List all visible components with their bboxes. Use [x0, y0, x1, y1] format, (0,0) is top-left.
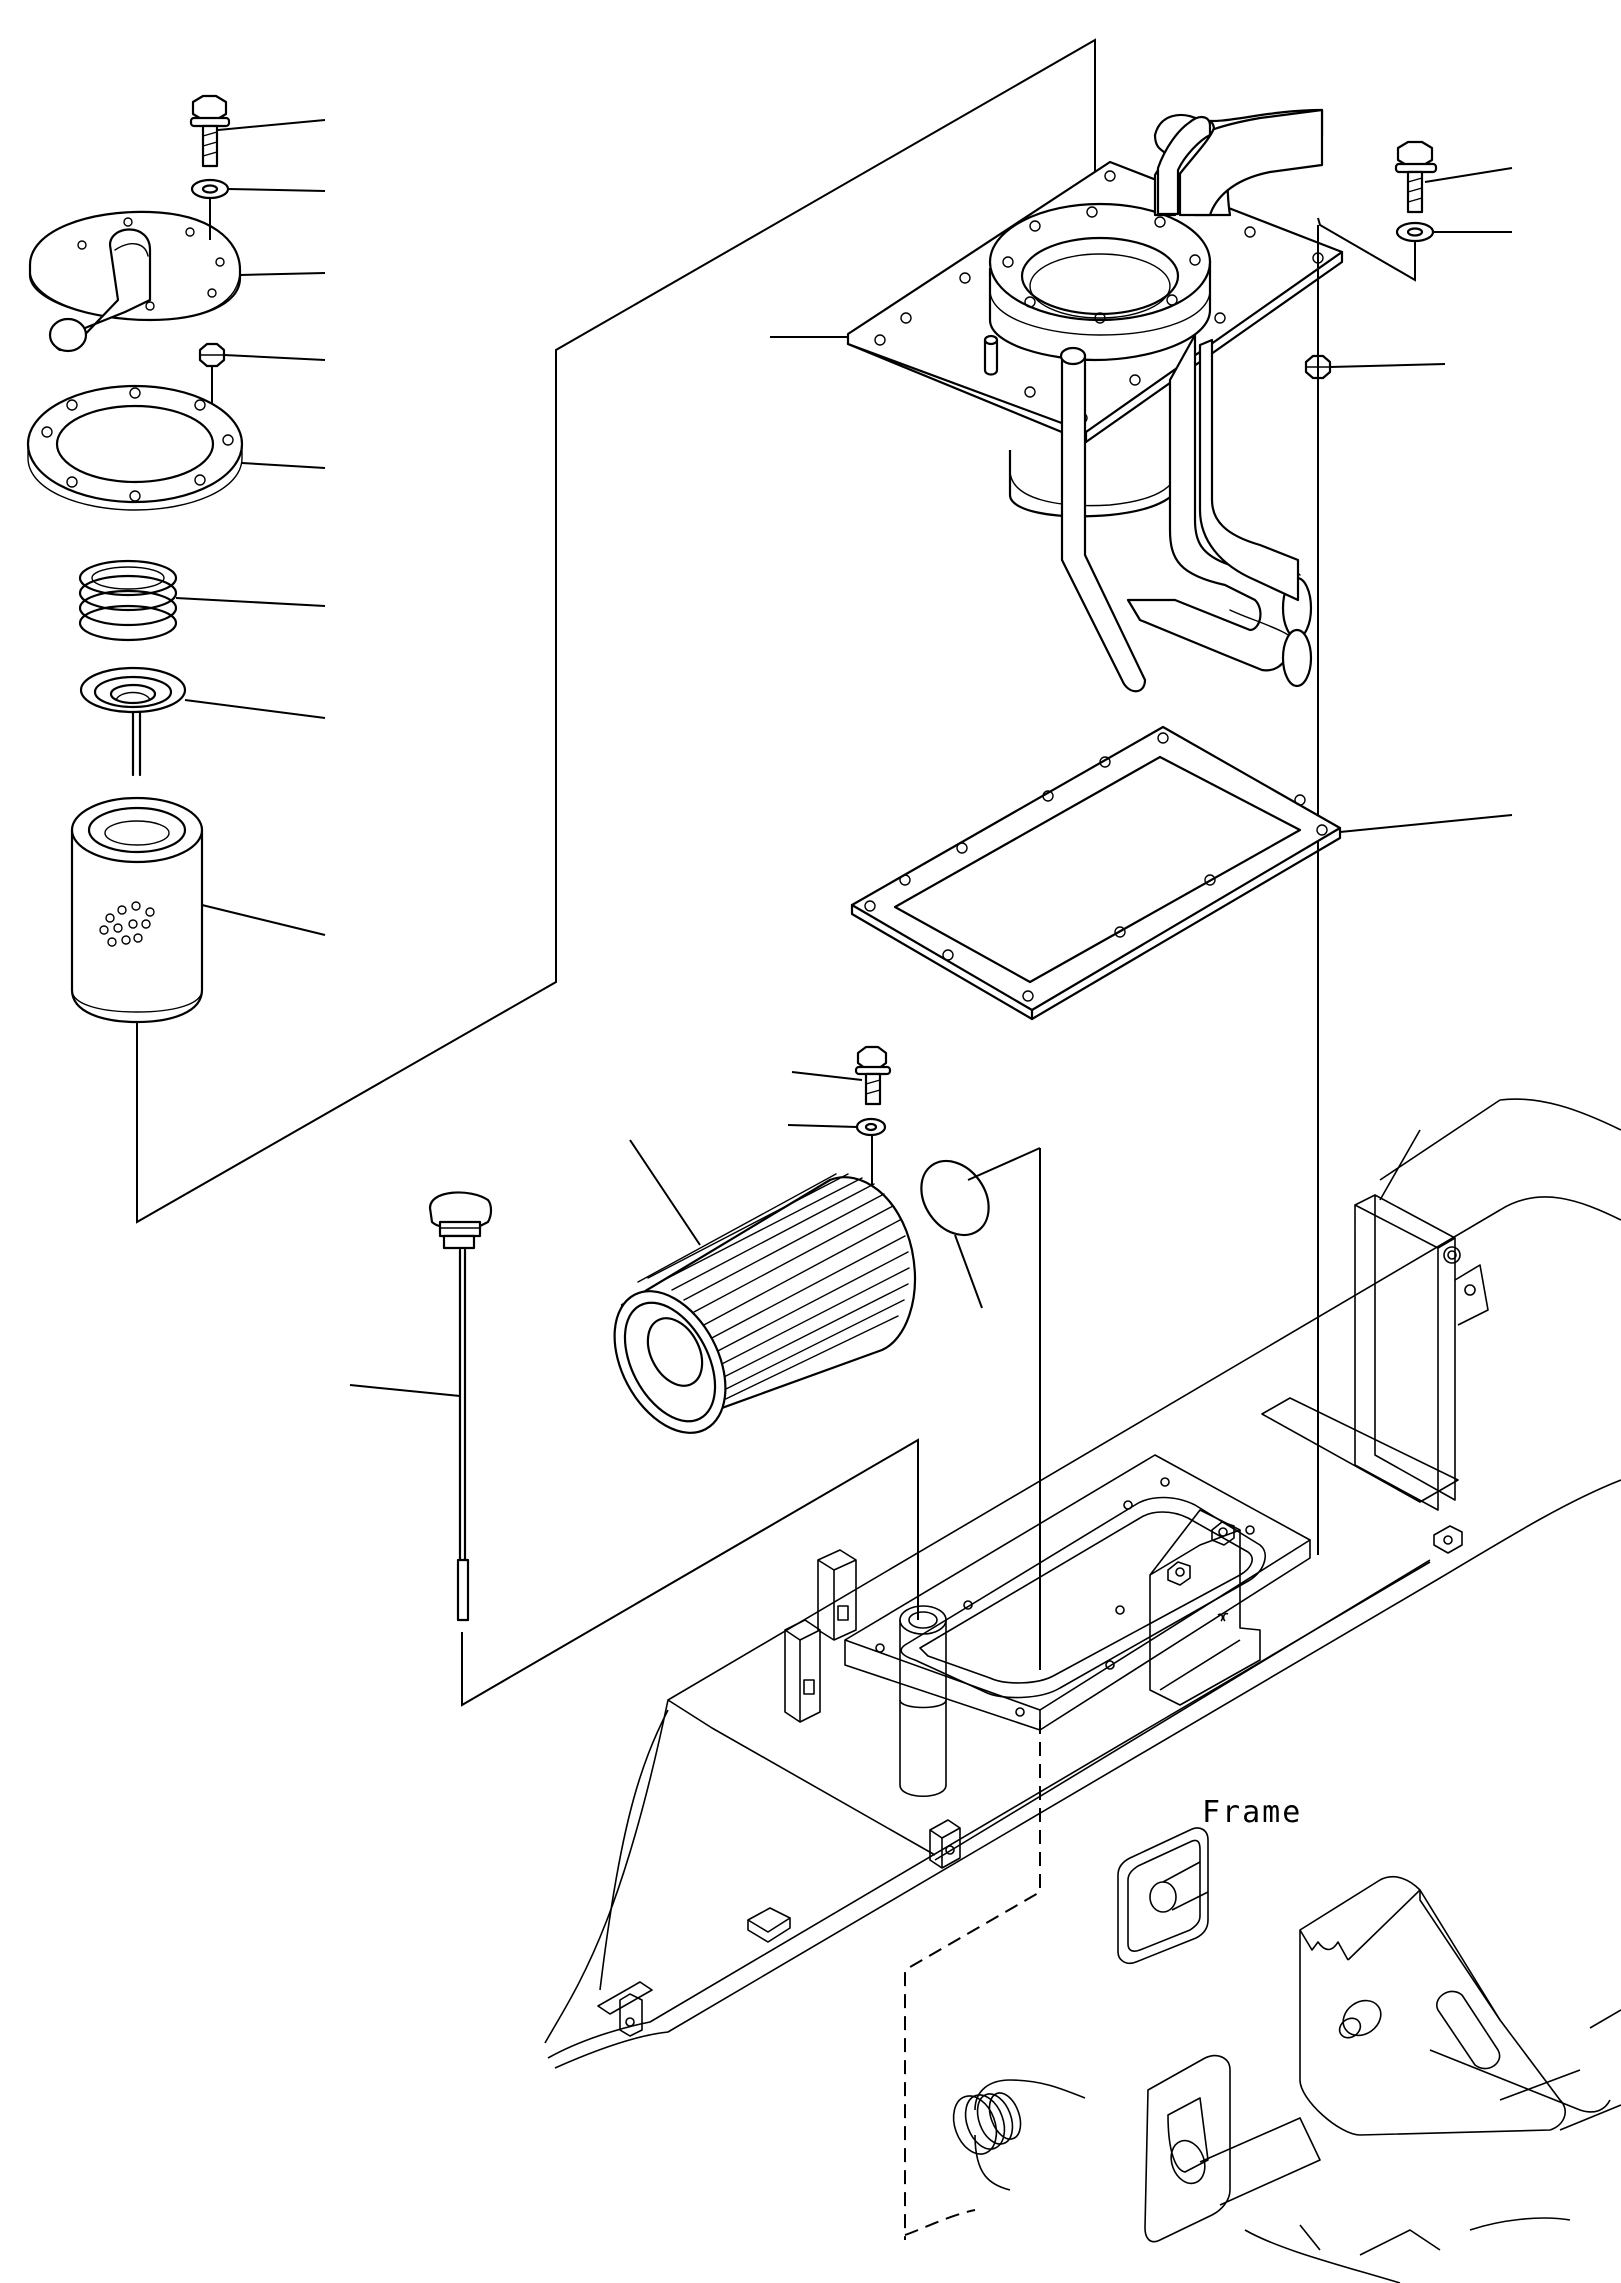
cover-with-pipe [28, 210, 242, 353]
leader-gasket [241, 462, 326, 469]
filler-neck-assembly [846, 108, 1344, 693]
dipstick [428, 1191, 493, 1622]
leader-strainer [201, 904, 326, 936]
o-ring [920, 1159, 990, 1237]
washer-center [855, 1117, 887, 1137]
washer-right [1395, 221, 1435, 243]
leader-valve [184, 699, 326, 719]
flange-bolt [189, 94, 231, 168]
washer [190, 178, 230, 200]
air-breather-filter [613, 1173, 917, 1434]
tank-gasket [850, 725, 1342, 1021]
frame-detail [904, 1720, 1621, 2283]
valve [79, 666, 187, 777]
assembly-path-dipstick [461, 1438, 919, 1707]
leader-air-filter [629, 1139, 701, 1246]
vehicle-frame [544, 1098, 1621, 2069]
leader-bolt-center [791, 1071, 863, 1081]
bolt-center [854, 1045, 892, 1106]
leader-tank-gasket [1339, 814, 1513, 833]
leader-nut [223, 354, 326, 361]
cover-ring-gasket [26, 384, 244, 511]
leader-flange-bolt [217, 119, 326, 131]
frame-label: Frame [1202, 1795, 1302, 1830]
assembly-path-left [136, 38, 1096, 1224]
spring [78, 559, 178, 642]
strainer-element [70, 796, 204, 1024]
leader-cover [239, 272, 326, 276]
leader-nut-right [1329, 363, 1446, 368]
leader-bolt-right [1424, 167, 1513, 183]
leader-spring [175, 597, 326, 607]
nut [198, 342, 226, 368]
leader-dipstick [349, 1384, 461, 1397]
leader-washer [227, 188, 326, 192]
leader-washer-center [787, 1124, 858, 1128]
bolt-right [1394, 140, 1438, 214]
